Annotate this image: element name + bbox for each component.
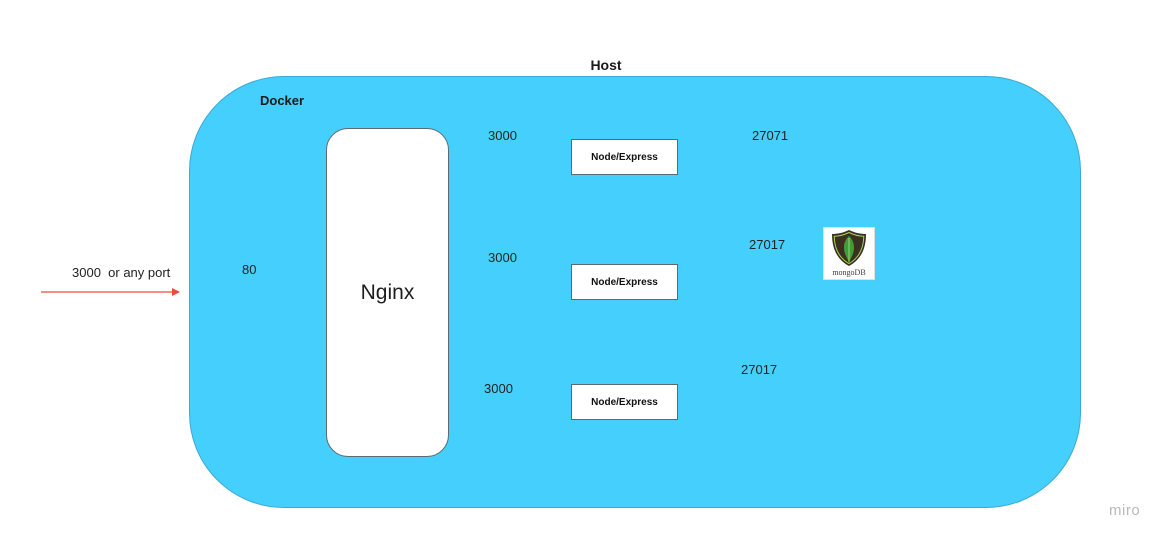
node-express-label: Node/Express bbox=[591, 276, 658, 288]
db-port-label-1: 27071 bbox=[752, 128, 789, 143]
upstream-port-label-3: 3000 bbox=[484, 381, 513, 396]
db-port-label-2: 27017 bbox=[749, 237, 786, 252]
mongodb-logo[interactable]: mongoDB bbox=[823, 227, 875, 280]
db-port-label-3: 27017 bbox=[741, 362, 778, 377]
host-title: Host bbox=[590, 57, 622, 73]
miro-watermark: miro bbox=[1109, 502, 1141, 519]
node-express-label: Node/Express bbox=[591, 396, 658, 408]
upstream-port-label-2: 3000 bbox=[488, 250, 517, 265]
node-express-box-2[interactable]: Node/Express bbox=[571, 264, 678, 300]
mongodb-leaf-icon bbox=[832, 230, 866, 266]
nginx-port-label: 80 bbox=[242, 262, 257, 277]
upstream-port-label-1: 3000 bbox=[488, 128, 517, 143]
nginx-label: Nginx bbox=[360, 280, 415, 304]
node-express-label: Node/Express bbox=[591, 151, 658, 163]
node-express-box-1[interactable]: Node/Express bbox=[571, 139, 678, 175]
docker-title: Docker bbox=[260, 93, 305, 108]
node-express-box-3[interactable]: Node/Express bbox=[571, 384, 678, 420]
mongodb-wordmark: mongoDB bbox=[832, 268, 866, 277]
nginx-box[interactable]: Nginx bbox=[326, 128, 449, 457]
external-port-label: 3000 or any port bbox=[72, 265, 171, 280]
